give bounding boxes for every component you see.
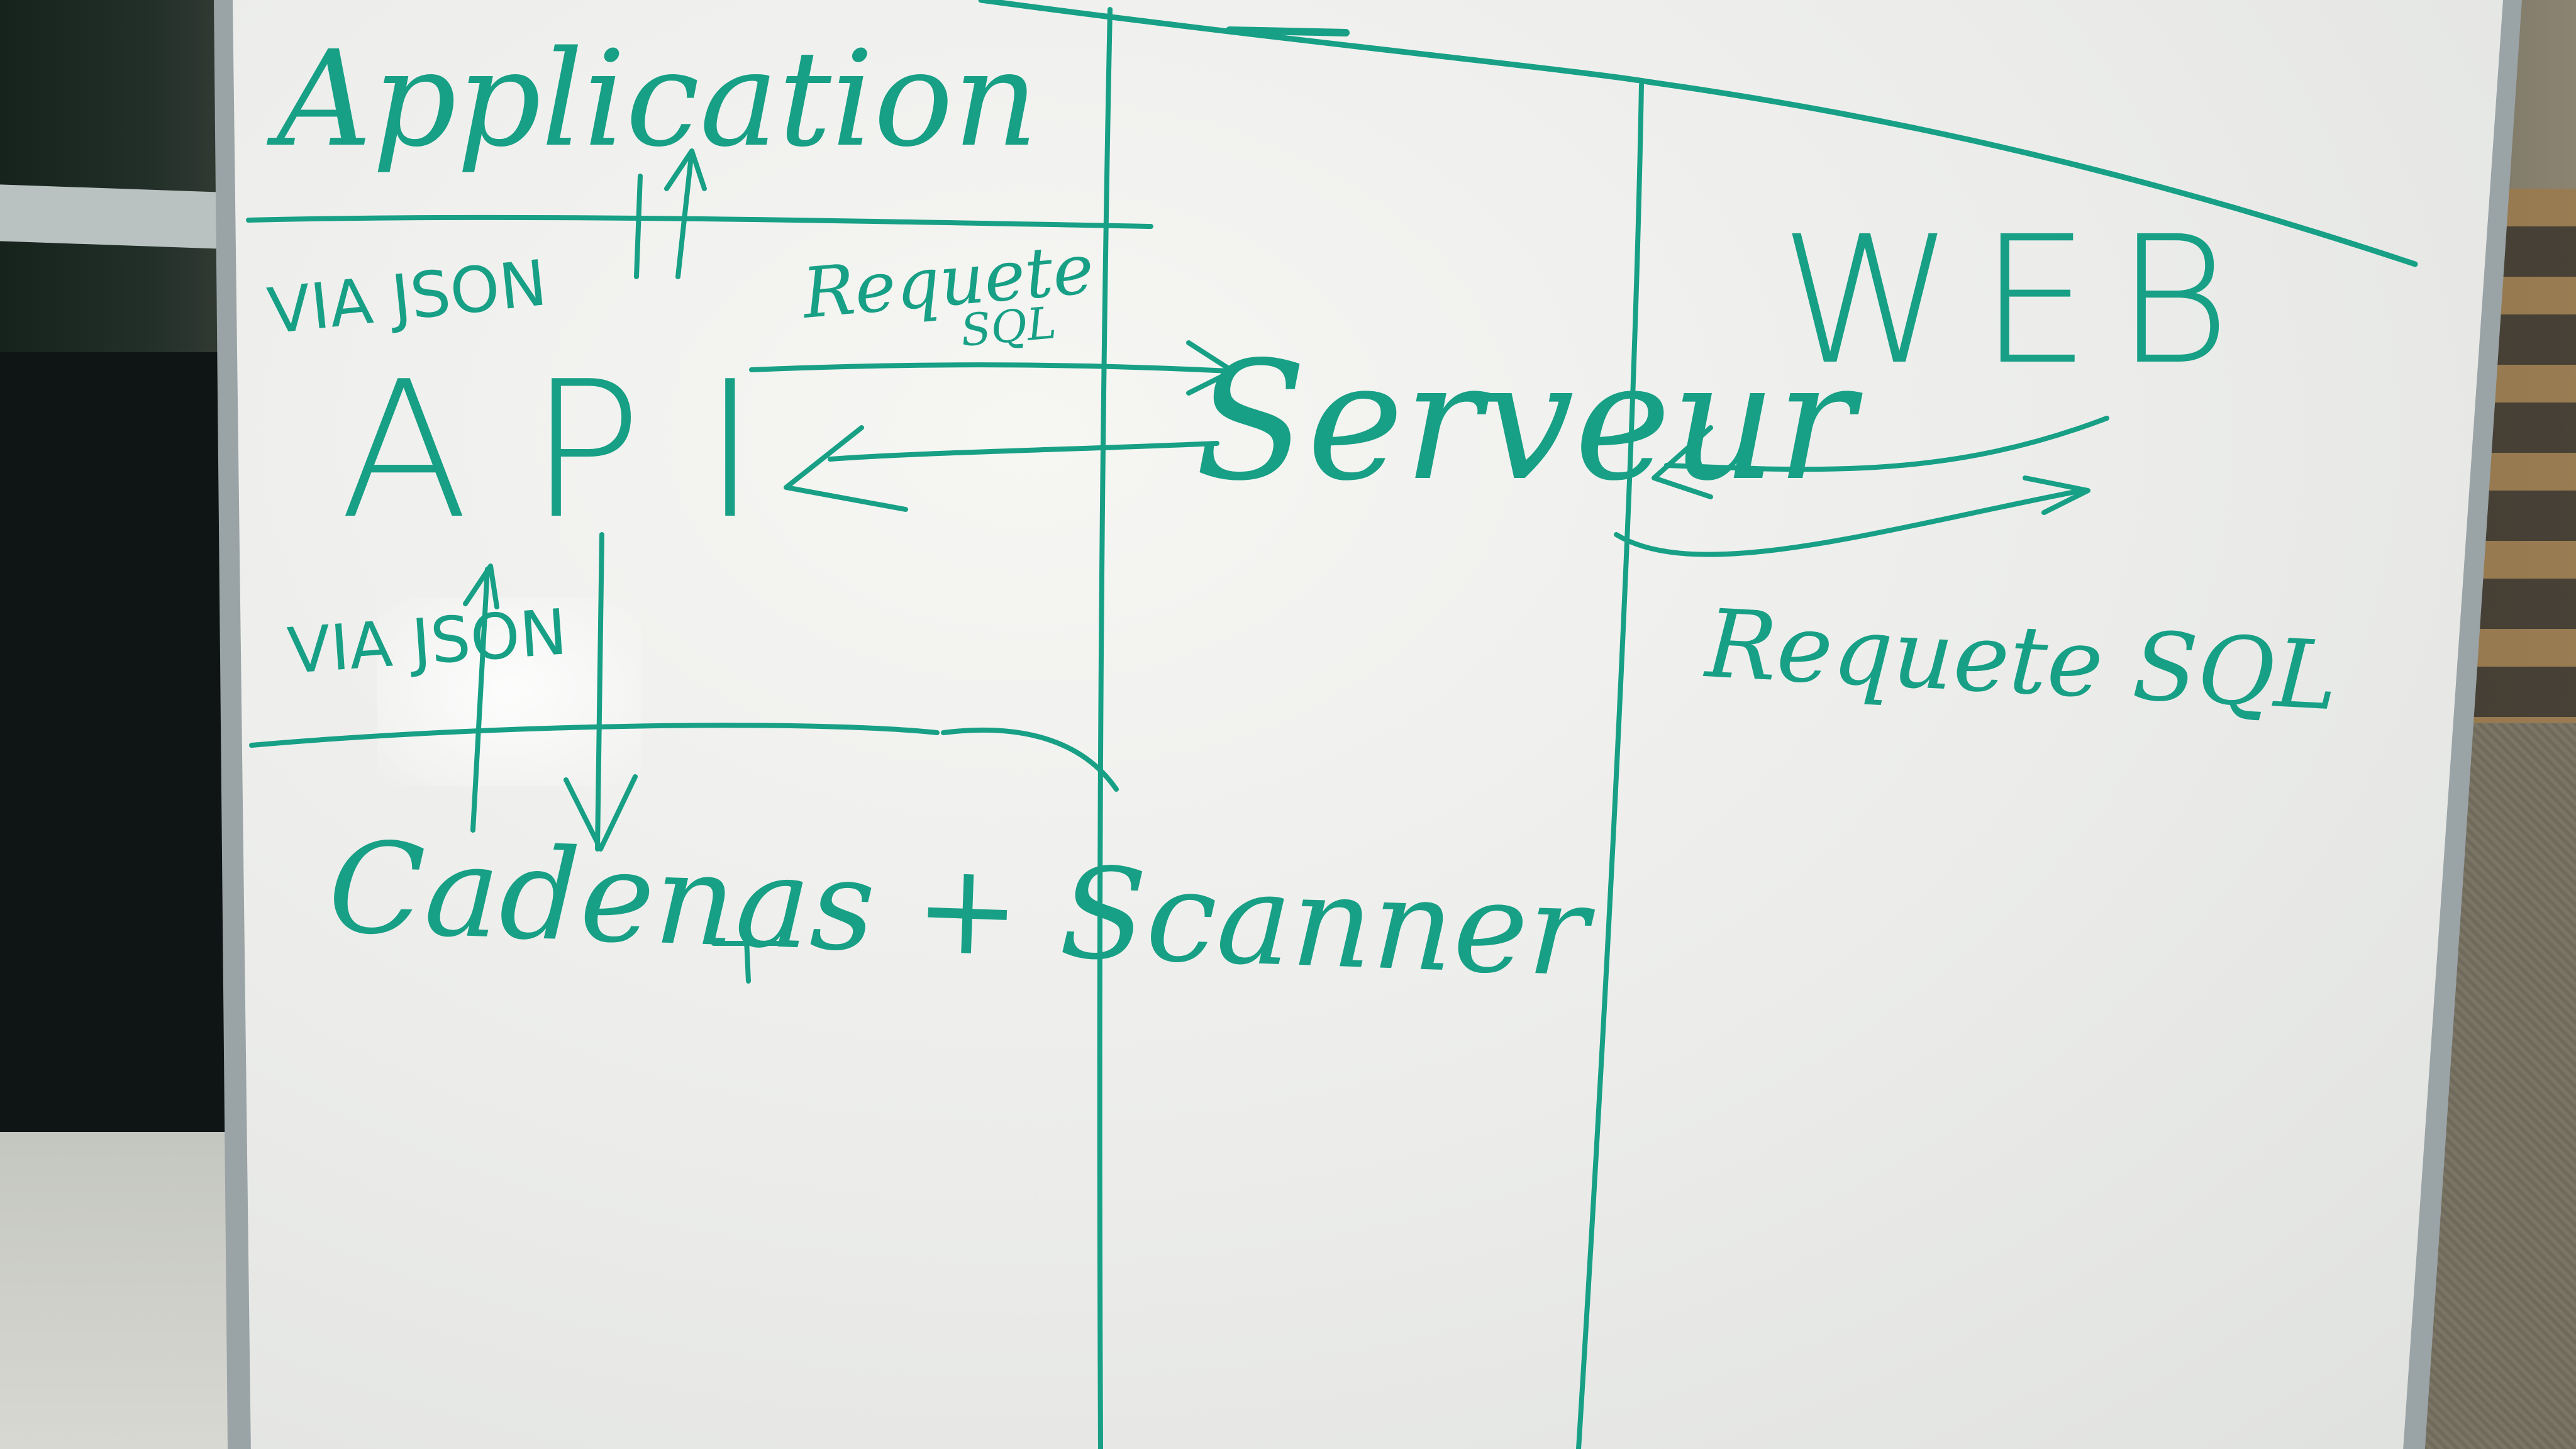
arrow-down-to-api: [634, 174, 643, 279]
plus-sign: [711, 909, 782, 984]
arrow-up-to-application: [664, 148, 707, 279]
arrow-cadenas-to-api: [463, 564, 499, 833]
divider-left: [1097, 7, 1113, 1449]
divider-right: [1576, 82, 1644, 1449]
arrow-api-to-cadenas: [564, 532, 638, 852]
line-api-cadenas: [249, 723, 1119, 792]
line-application-api: [246, 214, 1153, 229]
label-serveur: Serveur: [1195, 327, 1863, 517]
label-cadenas-scanner: Cadenas + Scanner: [326, 814, 1597, 1005]
label-via-json-top: VIA JSON: [264, 246, 550, 348]
label-via-json-bottom: VIA JSON: [286, 595, 570, 688]
floor: [0, 1132, 264, 1449]
label-api: A P I: [340, 341, 758, 560]
top-dash: [1226, 26, 1350, 36]
arrow-serveur-to-web: [1614, 475, 2090, 557]
dark-cabinet: [0, 352, 252, 1182]
top-boundary-line: [978, 0, 2418, 267]
label-requete-sql-left-2: SQL: [958, 297, 1058, 357]
label-web: WEB: [1780, 199, 2256, 404]
arrow-serveur-to-api: [784, 425, 1219, 512]
label-application: Application: [267, 22, 1038, 176]
arrow-web-to-serveur: [1652, 416, 2109, 499]
label-requete-sql-right: Requete SQL: [1701, 589, 2340, 732]
arrow-api-to-serveur: [749, 340, 1235, 396]
